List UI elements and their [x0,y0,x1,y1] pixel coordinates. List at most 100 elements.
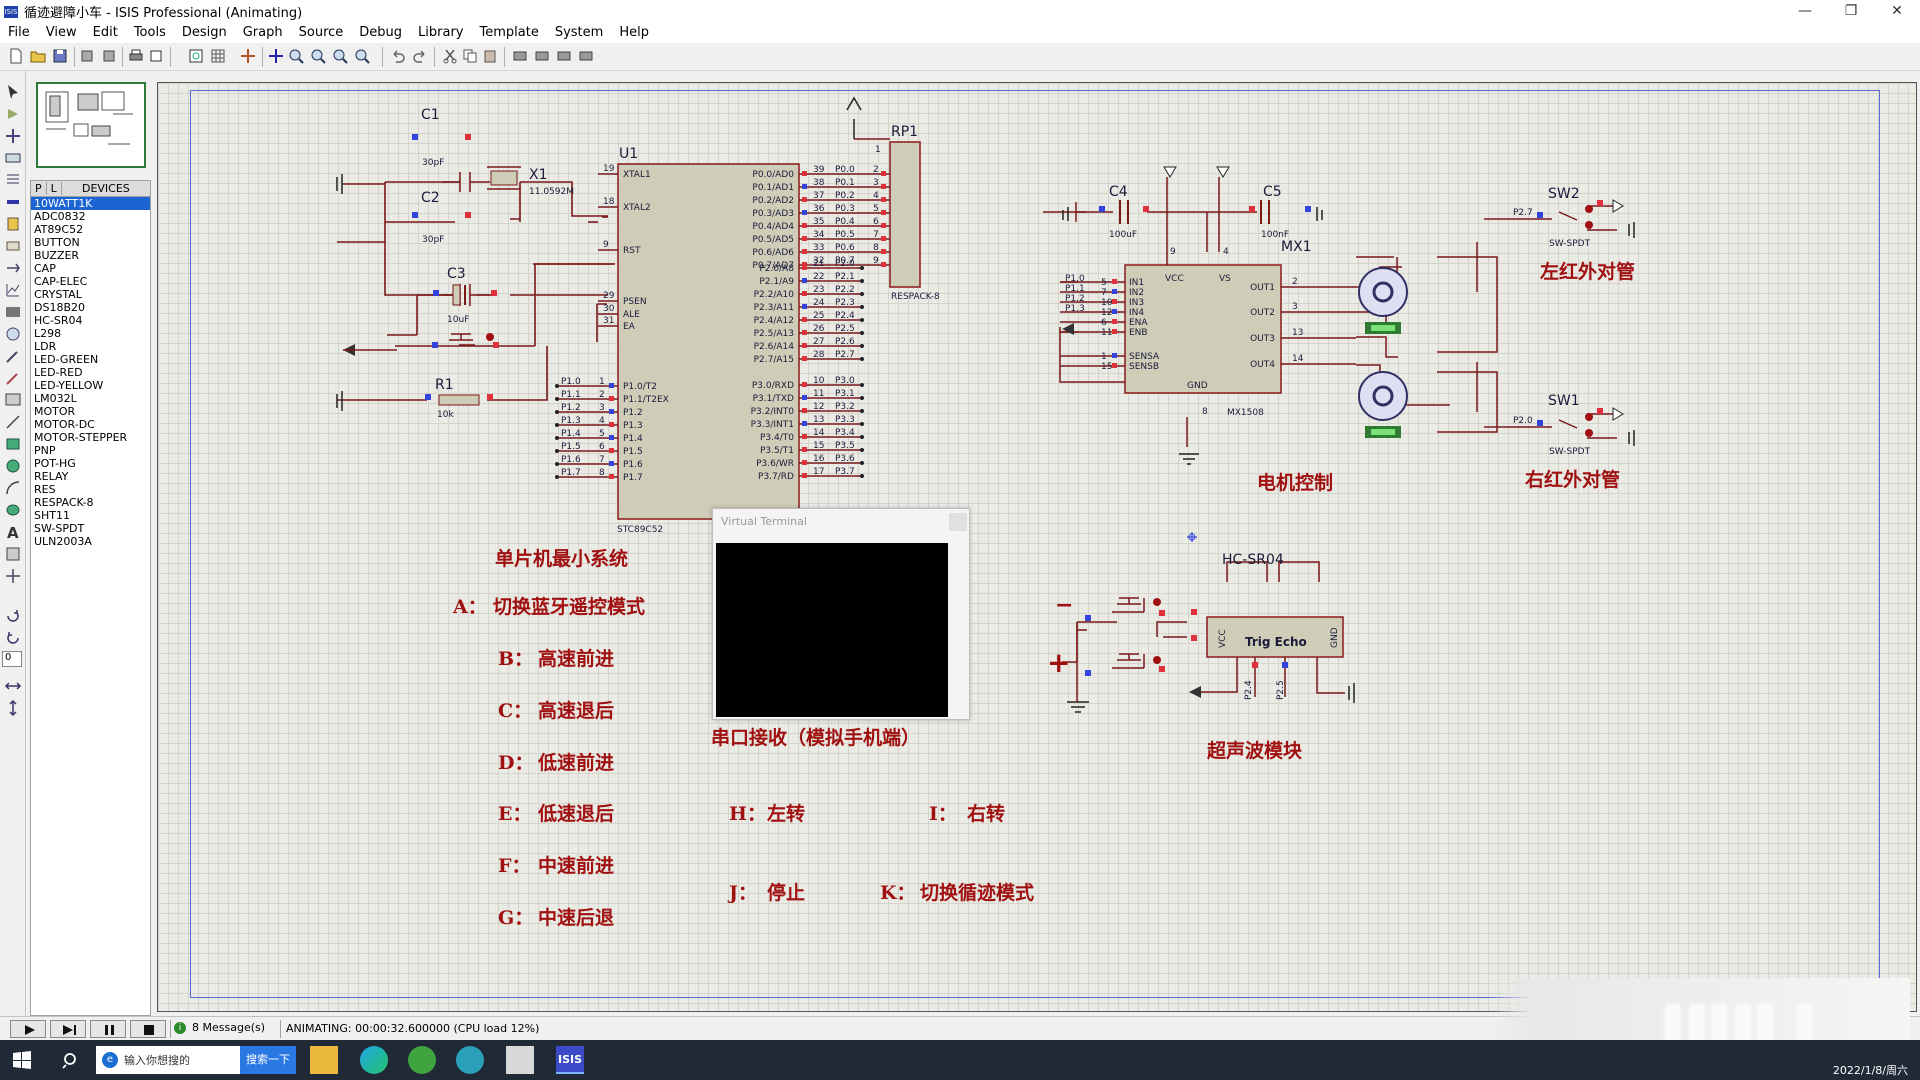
device-list-item[interactable]: RES [34,483,56,496]
undo-icon[interactable] [390,48,406,64]
menu-system[interactable]: System [554,25,604,40]
library-tab[interactable]: L [47,182,62,195]
menu-file[interactable]: File [8,25,30,40]
paste-icon[interactable] [482,48,498,64]
menu-tools[interactable]: Tools [133,25,166,40]
menu-graph[interactable]: Graph [242,25,283,40]
overview-window[interactable] [36,82,146,168]
wire-label-icon[interactable] [4,149,22,167]
crystal-x1[interactable] [487,166,521,190]
menu-debug[interactable]: Debug [359,25,403,40]
virtual-instruments-icon[interactable] [4,391,22,409]
device-list-item[interactable]: LED-RED [34,366,83,379]
menu-edit[interactable]: Edit [92,25,118,40]
close-button[interactable]: ✕ [1891,3,1903,19]
block-copy-icon[interactable] [512,48,528,64]
cut-icon[interactable] [442,48,458,64]
save-icon[interactable] [52,48,68,64]
bus-icon[interactable] [4,193,22,211]
generator-icon[interactable] [4,325,22,343]
maximize-button[interactable]: ❐ [1844,3,1858,19]
isis-taskbar-icon[interactable]: ISIS [556,1046,584,1074]
device-list-item[interactable]: AT89C52 [34,223,84,236]
symbol-icon[interactable] [4,545,22,563]
device-list-item[interactable]: MOTOR-DC [34,418,95,431]
zoom-out-icon[interactable] [310,48,326,64]
messages-indicator[interactable]: i 8 Message(s) [174,1021,265,1034]
text-icon[interactable]: A [4,523,22,542]
subcircuit-icon[interactable] [4,215,22,233]
virtual-terminal-screen[interactable] [716,543,948,717]
menu-view[interactable]: View [45,25,77,40]
rotation-angle-field[interactable]: 0 [2,651,22,667]
edge-browser-icon[interactable] [360,1046,388,1074]
device-list-item[interactable]: CAP [34,262,56,275]
box-icon[interactable] [4,435,22,453]
pick-devices-tab[interactable]: P [31,182,47,195]
file-explorer-icon[interactable] [310,1046,338,1074]
terminals-icon[interactable] [4,237,22,255]
junction-dot-icon[interactable] [4,127,22,145]
device-list-item[interactable]: LED-YELLOW [34,379,104,392]
capacitor-c5[interactable] [1260,200,1270,224]
copy-icon[interactable] [462,48,478,64]
menu-design[interactable]: Design [181,25,227,40]
tape-recorder-icon[interactable] [4,303,22,321]
selection-mode-icon[interactable] [4,83,22,101]
path-icon[interactable] [4,501,22,519]
device-list-item[interactable]: BUTTON [34,236,80,249]
schematic-drawing[interactable]: C1 30pF C2 30pF X1 11.0592M C3 10uF R1 1… [157,82,1917,1012]
component-mode-icon[interactable] [4,105,22,123]
block-move-icon[interactable] [534,48,550,64]
device-list-item[interactable]: POT-HG [34,457,76,470]
switch-sw2[interactable] [1484,199,1635,238]
marker-icon[interactable] [4,567,22,585]
device-list-item[interactable]: PNP [34,444,56,457]
device-list-item[interactable]: HC-SR04 [34,314,83,327]
redo-icon[interactable] [412,48,428,64]
hcsr04-minus-button[interactable] [1117,597,1161,606]
step-button[interactable] [50,1020,86,1038]
print-icon[interactable] [128,48,144,64]
line-icon[interactable] [4,413,22,431]
reset-button-switch[interactable] [449,333,494,341]
print-area-icon[interactable] [148,48,164,64]
device-list-item[interactable]: SW-SPDT [34,522,85,535]
device-pins-icon[interactable] [4,259,22,277]
device-list-item[interactable]: MOTOR-STEPPER [34,431,128,444]
export-icon[interactable] [100,48,116,64]
device-list-item[interactable]: L298 [34,327,62,340]
schematic-canvas[interactable] [157,82,1917,1012]
graph-icon[interactable] [4,281,22,299]
teal-app-icon[interactable] [456,1046,484,1074]
capacitor-c1[interactable] [442,172,490,192]
stop-button[interactable] [130,1020,166,1038]
resistor-r1[interactable] [438,394,480,406]
device-list-item[interactable]: RESPACK-8 [34,496,94,509]
mcu-u1[interactable] [617,163,800,520]
windows-start-icon[interactable] [12,1050,32,1070]
virtual-terminal-close-button[interactable] [949,513,967,531]
device-list-item[interactable]: ADC0832 [34,210,86,223]
mirror-horizontal-icon[interactable] [4,677,22,695]
text-script-icon[interactable] [4,171,22,189]
green-app-icon[interactable] [408,1046,436,1074]
voltage-probe-icon[interactable] [4,347,22,365]
zoom-all-icon[interactable] [332,48,348,64]
play-button[interactable] [10,1020,46,1038]
motor-left[interactable] [1358,267,1408,334]
motor-right[interactable] [1358,371,1408,438]
menu-source[interactable]: Source [298,25,344,40]
device-list-item[interactable]: RELAY [34,470,69,483]
motor-driver-mx1[interactable] [1124,264,1282,394]
capacitor-c4[interactable] [1119,200,1129,224]
media-app-icon[interactable] [506,1046,534,1074]
pause-button[interactable] [90,1020,126,1038]
capacitor-c3[interactable] [452,284,466,306]
device-list-item[interactable]: SHT11 [34,509,70,522]
rotate-anticlockwise-icon[interactable] [4,629,22,647]
hcsr04-plus-button[interactable] [1117,653,1161,664]
refresh-icon[interactable] [188,48,204,64]
search-icon[interactable] [62,1051,80,1069]
menu-library[interactable]: Library [418,25,464,40]
